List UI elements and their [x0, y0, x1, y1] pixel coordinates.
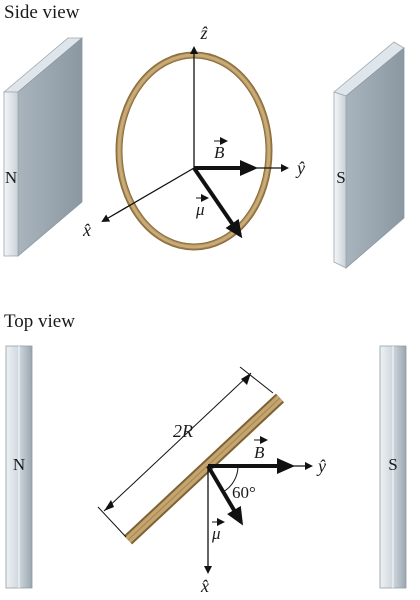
south-magnet-top [379, 345, 407, 589]
mu-label-top: μ [211, 518, 225, 543]
b-label-side: B [214, 137, 228, 162]
south-magnet-side [333, 41, 405, 269]
y-axis-label-top: ŷ [316, 456, 326, 476]
angle-arc [222, 465, 239, 493]
svg-text:μ: μ [195, 200, 205, 219]
diameter-label: 2R [173, 421, 193, 441]
x-axis-label-top: x̂ [200, 576, 209, 596]
diameter-dimension [97, 366, 274, 538]
south-label-top: S [388, 455, 397, 474]
coil-top-view [123, 393, 285, 545]
south-label-side: S [336, 168, 345, 187]
b-label-top: B [254, 436, 268, 462]
side-view-title: Side view [4, 2, 80, 23]
moment-arrow-top [206, 464, 244, 526]
x-axis-side [101, 167, 195, 223]
north-magnet-top [5, 345, 33, 589]
north-label-side: N [5, 168, 17, 187]
mu-label-side: μ [195, 194, 209, 219]
x-axis-label-side: x̂ [82, 220, 91, 240]
svg-text:B: B [254, 443, 265, 462]
north-magnet-side [2, 37, 84, 257]
north-label-top: N [13, 455, 25, 474]
angle-label: 60° [232, 483, 256, 502]
z-axis-label: ẑ [199, 23, 208, 43]
top-view-title: Top view [4, 311, 75, 332]
svg-text:B: B [214, 143, 225, 162]
moment-arrow-side [192, 166, 243, 239]
y-axis-label-side: ŷ [295, 158, 305, 178]
svg-text:μ: μ [211, 524, 221, 543]
